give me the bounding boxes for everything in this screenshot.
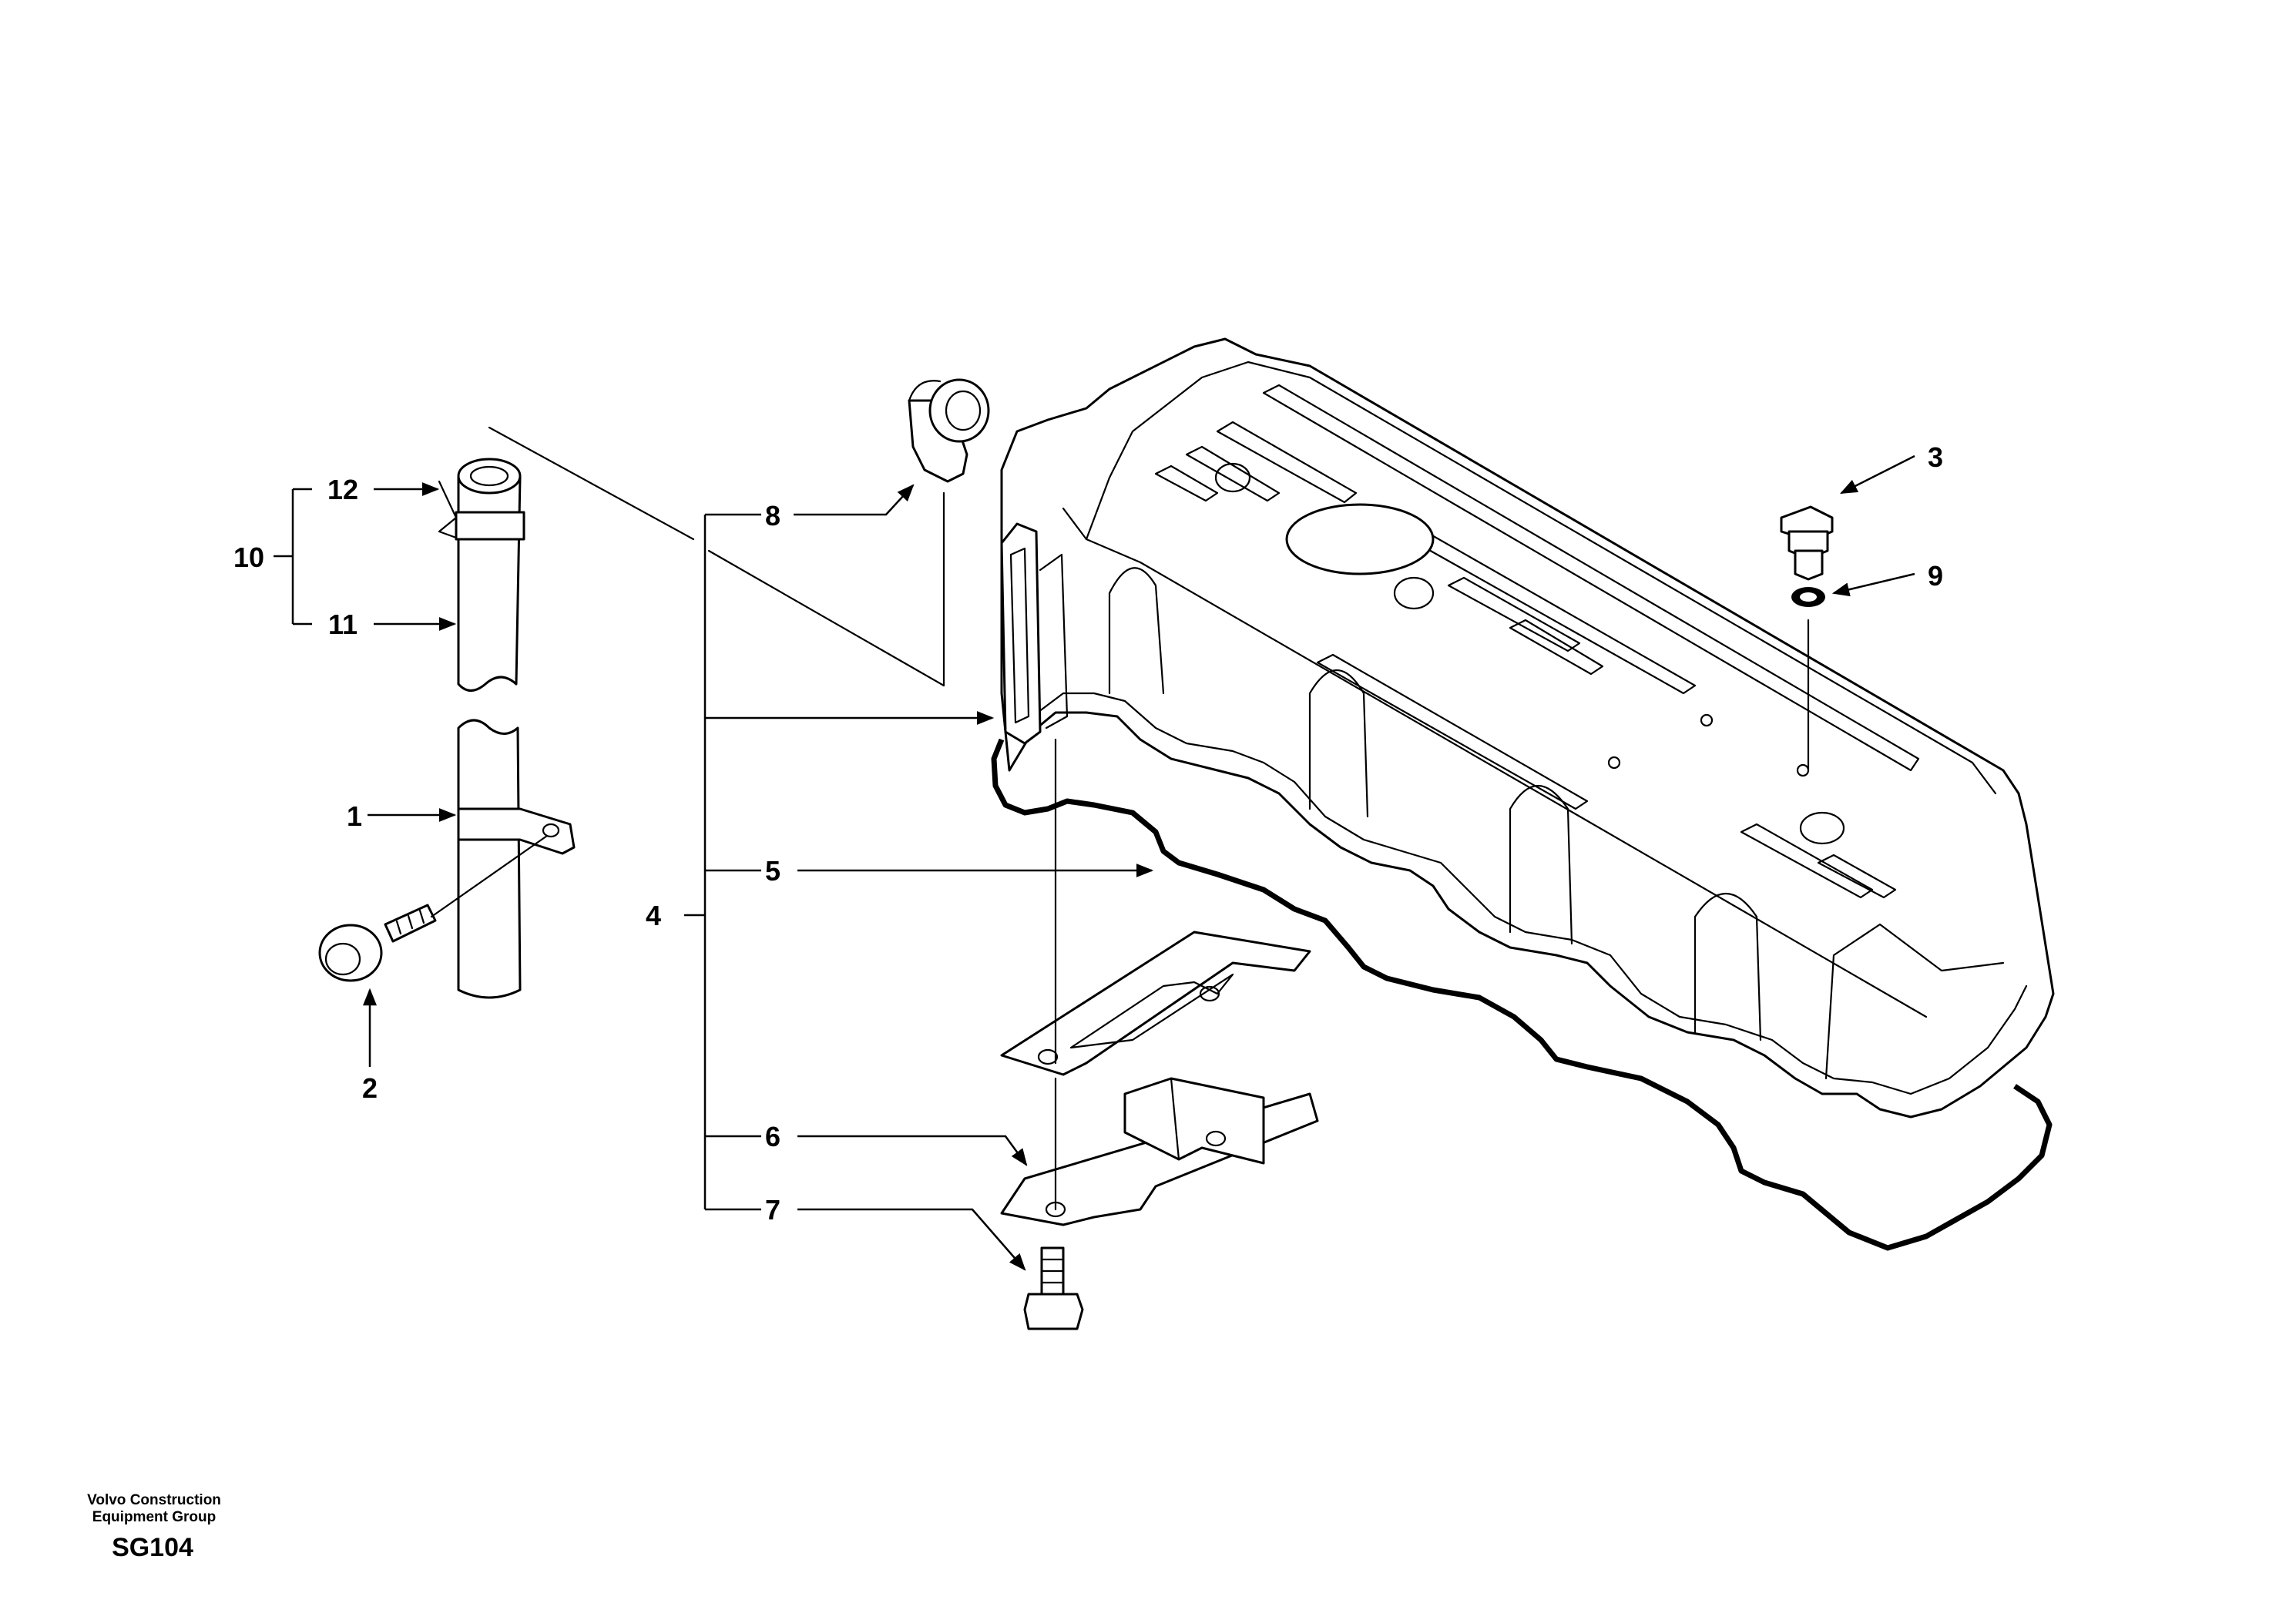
callout-2: 2 [362, 1072, 378, 1104]
footer-drawing-code: SG104 [112, 1533, 193, 1562]
callout-10: 10 [233, 542, 264, 573]
connection-line-pipe [488, 426, 945, 687]
bracket-plate-upper [1000, 931, 1311, 1076]
callout-6: 6 [765, 1121, 780, 1152]
callout-11: 11 [328, 609, 357, 640]
callout-5: 5 [765, 855, 780, 887]
callout-4: 4 [646, 900, 661, 931]
callout-8: 8 [765, 500, 780, 532]
footer-company-line2: Equipment Group [92, 1509, 216, 1525]
leader-lines [274, 454, 1915, 1271]
screw-7 [1023, 1246, 1084, 1330]
callout-3: 3 [1928, 441, 1943, 473]
washer [1791, 587, 1825, 607]
callout-9: 9 [1928, 560, 1943, 592]
bracket [1000, 1077, 1319, 1226]
callout-12: 12 [327, 474, 358, 505]
valve-cover [1000, 337, 2055, 1119]
filler-plug [1780, 505, 1834, 581]
gasket [991, 738, 2053, 1251]
callout-1: 1 [347, 800, 362, 832]
footer-company-line1: Volvo Construction [87, 1492, 221, 1508]
breather-elbow [908, 378, 990, 483]
breather-pipe [318, 458, 576, 999]
callout-7: 7 [765, 1194, 780, 1226]
